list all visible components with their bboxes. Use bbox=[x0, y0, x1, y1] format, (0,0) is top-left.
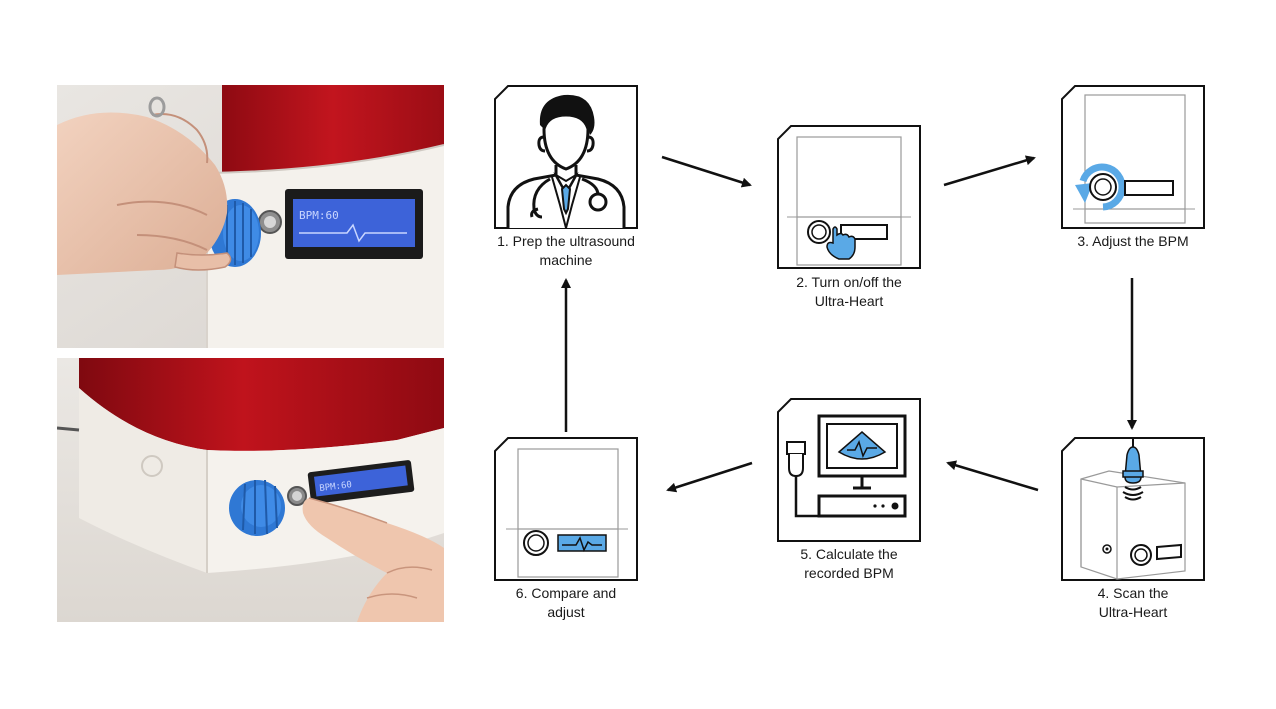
step-4-label-line-2: Ultra-Heart bbox=[1098, 604, 1168, 620]
step-2-card bbox=[777, 125, 921, 269]
arrow-step-1-to-2 bbox=[661, 155, 752, 188]
step-2-label-line-1: 2. Turn on/off the bbox=[796, 274, 902, 290]
step-5-label: 5. Calculate the recorded BPM bbox=[749, 545, 949, 583]
lcd-text-top: BPM:60 bbox=[299, 209, 339, 222]
step-3-label-line-1: 3. Adjust the BPM bbox=[1077, 233, 1189, 249]
step-4-label-line-1: 4. Scan the bbox=[1097, 585, 1169, 601]
photo-adjust-knob: BPM:60 bbox=[57, 85, 444, 348]
probe-scan-icon bbox=[1061, 437, 1205, 581]
step-5-card bbox=[777, 398, 921, 542]
step-1-label-line-1: 1. Prep the ultrasound bbox=[497, 233, 635, 249]
step-6-card bbox=[494, 437, 638, 581]
heartbeat-display-icon bbox=[494, 437, 638, 581]
arrow-step-2-to-3 bbox=[943, 155, 1036, 187]
doctor-icon bbox=[494, 85, 638, 229]
step-1-label: 1. Prep the ultrasound machine bbox=[466, 232, 666, 270]
step-2-label: 2. Turn on/off the Ultra-Heart bbox=[749, 273, 949, 311]
step-6-label-line-1: 6. Compare and bbox=[515, 585, 617, 601]
photo-adjust-knob-image: BPM:60 bbox=[57, 85, 444, 348]
photo-press-button: BPM:60 bbox=[57, 358, 444, 622]
step-4-card bbox=[1061, 437, 1205, 581]
step-4-label: 4. Scan the Ultra-Heart bbox=[1033, 584, 1233, 622]
step-5-label-line-2: recorded BPM bbox=[804, 565, 894, 581]
step-2-label-line-2: Ultra-Heart bbox=[814, 293, 884, 309]
arrow-step-4-to-5 bbox=[946, 460, 1039, 492]
step-3-card bbox=[1061, 85, 1205, 229]
step-1-card bbox=[494, 85, 638, 229]
step-6-label: 6. Compare and adjust bbox=[466, 584, 666, 622]
power-button-press-icon bbox=[777, 125, 921, 269]
rotate-knob-icon bbox=[1061, 85, 1205, 229]
lcd-text-bottom: BPM:60 bbox=[319, 480, 352, 494]
step-3-label: 3. Adjust the BPM bbox=[1033, 232, 1233, 251]
step-5-label-line-1: 5. Calculate the bbox=[800, 546, 898, 562]
step-1-label-line-2: machine bbox=[539, 252, 593, 268]
photo-press-button-image: BPM:60 bbox=[57, 358, 444, 622]
arrow-step-5-to-6 bbox=[666, 461, 753, 493]
ultrasound-machine-icon bbox=[777, 398, 921, 542]
step-6-label-line-2: adjust bbox=[547, 604, 585, 620]
